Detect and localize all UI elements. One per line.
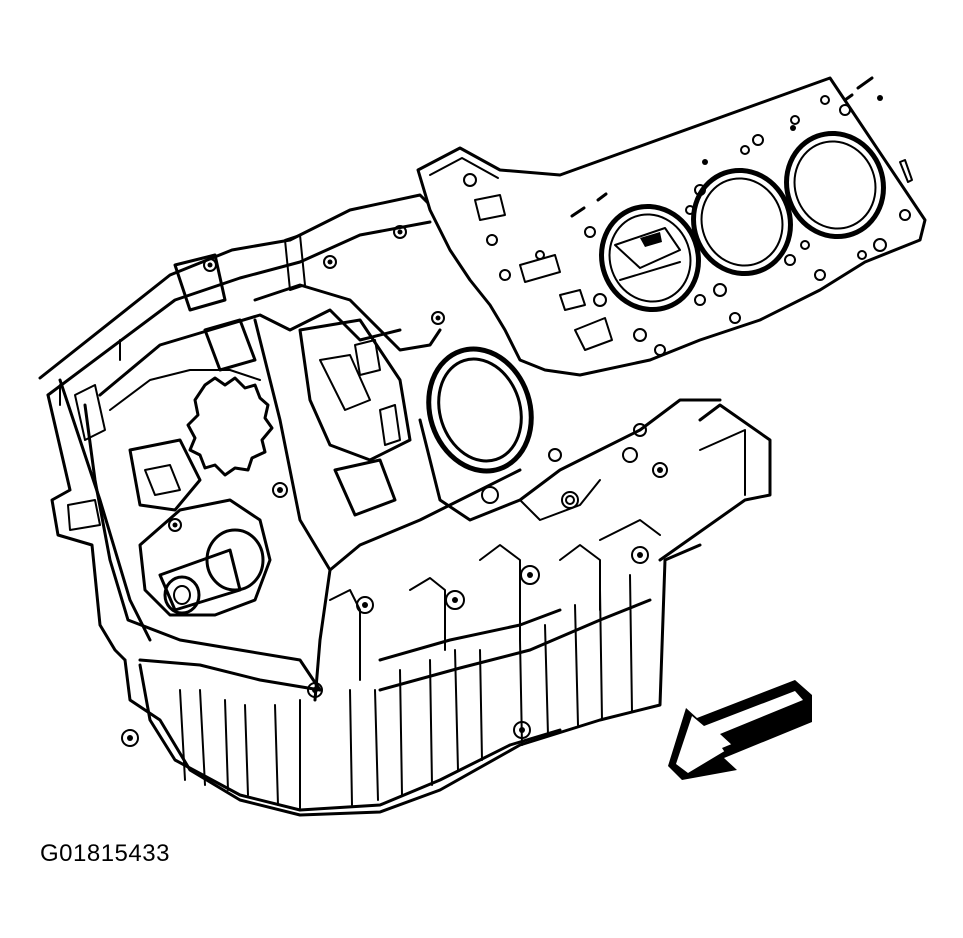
oil-pan bbox=[138, 574, 652, 812]
crankshaft-snout bbox=[138, 498, 272, 617]
figure-id-label: G01815433 bbox=[40, 840, 170, 867]
front-direction-arrow-icon bbox=[668, 680, 812, 780]
cylinder-head-gasket bbox=[416, 76, 927, 377]
engine-block bbox=[38, 193, 772, 817]
cam-sprocket bbox=[186, 376, 274, 477]
gasket-holes bbox=[463, 95, 911, 356]
